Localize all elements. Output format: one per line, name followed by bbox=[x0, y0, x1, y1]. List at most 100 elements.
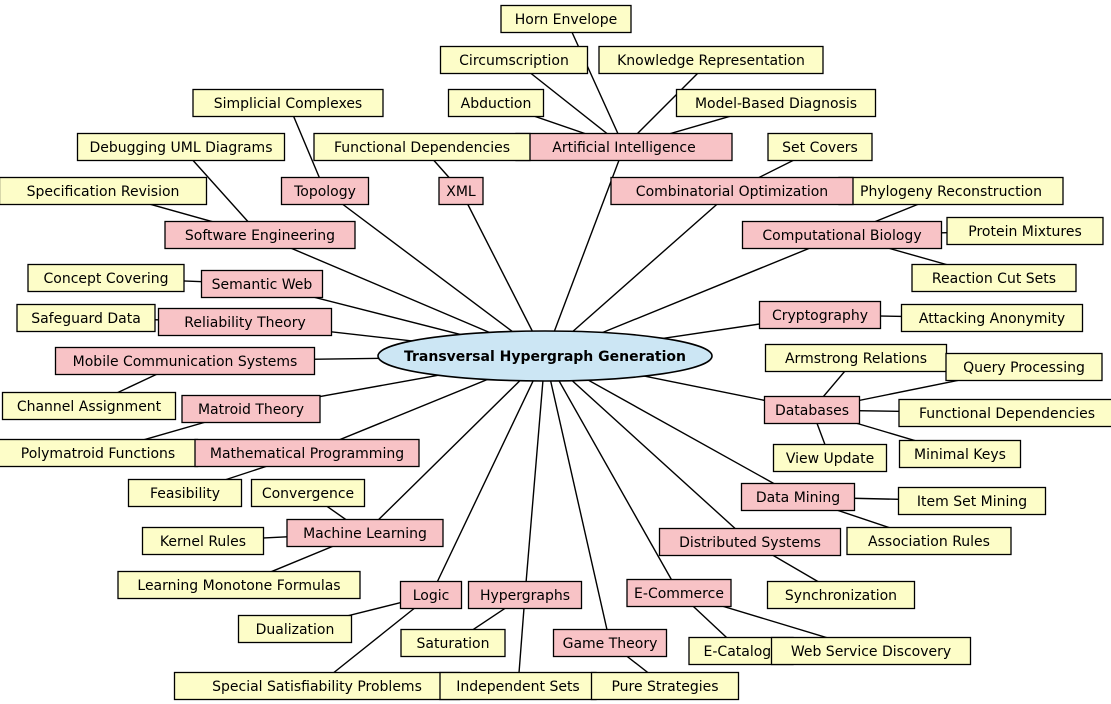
node-label: Model-Based Diagnosis bbox=[695, 96, 857, 112]
edge-center-to-logic bbox=[430, 355, 546, 596]
node-box bbox=[400, 628, 506, 658]
node-query-processing: Query Processing bbox=[945, 352, 1103, 382]
node-label: Databases bbox=[775, 403, 849, 419]
node-e-commerce: E-Commerce bbox=[626, 578, 732, 608]
node-label: E-Commerce bbox=[634, 586, 724, 602]
node-simplicial-complexes: Simplicial Complexes bbox=[192, 88, 384, 118]
node-reliability-theory: Reliability Theory bbox=[157, 307, 333, 337]
node-box bbox=[164, 220, 356, 250]
node-semantic-web: Semantic Web bbox=[200, 269, 324, 299]
node-box bbox=[846, 526, 1012, 556]
node-software-engineering: Software Engineering bbox=[164, 220, 356, 250]
node-combinatorial-optimization: Combinatorial Optimization bbox=[610, 176, 854, 206]
node-armstrong-relations: Armstrong Relations bbox=[764, 343, 948, 373]
node-label: Topology bbox=[293, 184, 356, 200]
node-box bbox=[16, 303, 156, 333]
node-box bbox=[767, 132, 873, 162]
node-label: Functional Dependencies bbox=[334, 140, 510, 156]
node-box bbox=[181, 394, 321, 424]
node-association-rules: Association Rules bbox=[846, 526, 1012, 556]
node-hypergraphs: Hypergraphs bbox=[467, 580, 583, 610]
edge-center-to-game-theory bbox=[544, 355, 611, 644]
edge-hypergraphs-to-independent-sets bbox=[517, 594, 526, 687]
node-dualization: Dualization bbox=[237, 614, 353, 644]
node-kernel-rules: Kernel Rules bbox=[141, 526, 265, 556]
node-label: Matroid Theory bbox=[198, 402, 304, 418]
node-label: Functional Dependencies bbox=[919, 406, 1095, 422]
node-label: Hypergraphs bbox=[480, 588, 570, 604]
node-box bbox=[772, 443, 888, 473]
node-artificial-intelligence: Artificial Intelligence bbox=[515, 132, 733, 162]
node-computational-biology: Computational Biology bbox=[741, 220, 943, 250]
node-label: Armstrong Relations bbox=[785, 351, 927, 367]
node-protein-mixtures: Protein Mixtures bbox=[946, 216, 1104, 246]
node-box bbox=[27, 263, 185, 293]
node-label: Saturation bbox=[417, 636, 490, 652]
node-label: Special Satisfiability Problems bbox=[212, 679, 422, 695]
node-box bbox=[467, 580, 583, 610]
node-label: Kernel Rules bbox=[160, 534, 246, 550]
node-label: Abduction bbox=[461, 96, 532, 112]
edge-center-to-e-commerce bbox=[544, 355, 680, 594]
node-label: Cryptography bbox=[772, 308, 868, 324]
edge-center-to-xml bbox=[460, 190, 546, 357]
node-box bbox=[898, 439, 1022, 469]
node-safeguard-data: Safeguard Data bbox=[16, 303, 156, 333]
node-box bbox=[598, 45, 824, 75]
node-label: Data Mining bbox=[756, 490, 840, 506]
node-box bbox=[54, 346, 316, 376]
node-box bbox=[675, 88, 877, 118]
node-box bbox=[500, 4, 632, 34]
node-box bbox=[439, 671, 597, 701]
node-label: Mobile Communication Systems bbox=[73, 354, 298, 370]
node-box bbox=[157, 307, 333, 337]
edge-logic-to-special-satisfiability-problems bbox=[316, 594, 432, 687]
node-xml: XML bbox=[438, 176, 484, 206]
node-box bbox=[141, 526, 265, 556]
node-box bbox=[194, 438, 420, 468]
node-label: Item Set Mining bbox=[917, 494, 1027, 510]
node-label: Feasibility bbox=[150, 486, 220, 502]
center-label: Transversal Hypergraph Generation bbox=[404, 349, 686, 365]
node-box bbox=[741, 220, 943, 250]
node-label: Simplicial Complexes bbox=[214, 96, 362, 112]
node-learning-monotone-formulas: Learning Monotone Formulas bbox=[117, 570, 361, 600]
node-box bbox=[740, 482, 856, 512]
node-label: Polymatroid Functions bbox=[21, 446, 175, 462]
node-phylogeny-reconstruction: Phylogeny Reconstruction bbox=[838, 176, 1064, 206]
node-abduction: Abduction bbox=[447, 88, 545, 118]
node-box bbox=[897, 486, 1047, 516]
node-box bbox=[900, 303, 1084, 333]
node-channel-assignment: Channel Assignment bbox=[1, 391, 177, 421]
node-label: Convergence bbox=[262, 486, 354, 502]
node-horn-envelope: Horn Envelope bbox=[500, 4, 632, 34]
node-distributed-systems: Distributed Systems bbox=[658, 527, 842, 557]
node-functional-dependencies-db: Functional Dependencies bbox=[898, 398, 1111, 428]
edge-center-to-combinatorial-optimization bbox=[544, 190, 733, 357]
node-label: XML bbox=[446, 184, 476, 200]
node-label: Independent Sets bbox=[456, 679, 579, 695]
node-cryptography: Cryptography bbox=[758, 300, 882, 330]
edge-artificial-intelligence-to-circumscription bbox=[513, 59, 625, 148]
node-box bbox=[838, 176, 1064, 206]
node-label: Association Rules bbox=[868, 534, 990, 550]
edge-center-to-distributed-systems bbox=[544, 355, 751, 543]
edge-software-engineering-to-debugging-uml-diagrams bbox=[180, 146, 261, 236]
node-polymatroid-functions: Polymatroid Functions bbox=[0, 438, 199, 468]
node-minimal-keys: Minimal Keys bbox=[898, 439, 1022, 469]
node-box bbox=[946, 216, 1104, 246]
node-label: Semantic Web bbox=[212, 277, 313, 293]
node-box bbox=[250, 478, 366, 508]
node-box bbox=[590, 671, 740, 701]
node-box bbox=[0, 438, 199, 468]
node-box bbox=[438, 176, 484, 206]
edge-topology-to-simplicial-complexes bbox=[287, 102, 326, 192]
node-box bbox=[766, 580, 916, 610]
center-node: Transversal Hypergraph Generation bbox=[377, 330, 713, 382]
node-game-theory: Game Theory bbox=[552, 628, 668, 658]
node-box bbox=[173, 671, 461, 701]
node-web-service-discovery: Web Service Discovery bbox=[770, 636, 972, 666]
node-label: Debugging UML Diagrams bbox=[89, 140, 272, 156]
node-label: Distributed Systems bbox=[679, 535, 821, 551]
